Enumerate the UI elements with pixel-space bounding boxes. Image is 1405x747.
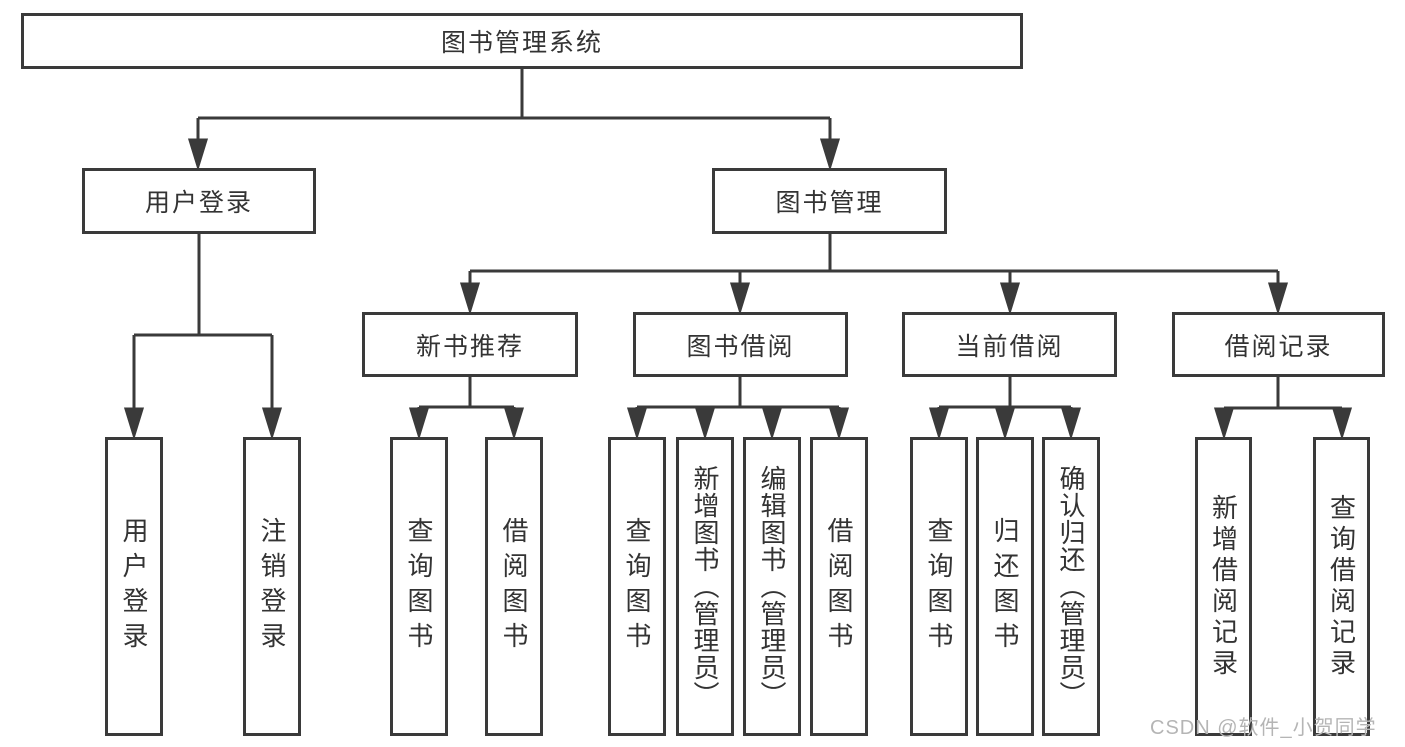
arrowhead-icon (1213, 407, 1235, 441)
leaf-edit-book-admin: 编辑图书（管理员） (743, 437, 801, 736)
node-borrow-records: 借阅记录 (1172, 312, 1385, 377)
arrowhead-icon (1267, 282, 1289, 316)
arrowhead-icon (1060, 407, 1082, 441)
node-library-management-system: 图书管理系统 (21, 13, 1023, 69)
node-book-borrow: 图书借阅 (633, 312, 848, 377)
arrowhead-icon (503, 407, 525, 441)
node-user-login: 用户登录 (82, 168, 316, 234)
leaf-add-book-admin: 新增图书（管理员） (676, 437, 734, 736)
arrowhead-icon (626, 407, 648, 441)
arrowhead-icon (459, 282, 481, 316)
arrowhead-icon (828, 407, 850, 441)
arrowhead-icon (694, 407, 716, 441)
leaf-query-books-borrow: 查询图书 (608, 437, 666, 736)
arrowhead-icon (408, 407, 430, 441)
arrowhead-icon (729, 282, 751, 316)
leaf-add-borrow-record: 新增借阅记录 (1195, 437, 1252, 736)
leaf-logout: 注销登录 (243, 437, 301, 736)
node-book-management: 图书管理 (712, 168, 947, 234)
arrowhead-icon (187, 138, 209, 172)
leaf-borrow-books-recommend: 借阅图书 (485, 437, 543, 736)
leaf-query-books-recommend: 查询图书 (390, 437, 448, 736)
arrowhead-icon (123, 407, 145, 441)
arrowhead-icon (261, 407, 283, 441)
leaf-confirm-return-admin: 确认归还（管理员） (1042, 437, 1100, 736)
wires-book-mgmt-to-level3 (459, 234, 1289, 316)
arrowhead-icon (999, 282, 1021, 316)
leaf-borrow-books: 借阅图书 (810, 437, 868, 736)
csdn-watermark: CSDN @软件_小贺同学 (1150, 717, 1377, 739)
arrowhead-icon (994, 407, 1016, 441)
leaf-user-login: 用户登录 (105, 437, 163, 736)
wires-current-borrow-to-leaves (928, 377, 1082, 441)
arrowhead-icon (761, 407, 783, 441)
wires-user-login-to-leaves (123, 234, 283, 441)
leaf-return-book: 归还图书 (976, 437, 1034, 736)
leaf-query-books-current: 查询图书 (910, 437, 968, 736)
wires-new-books-to-leaves (408, 377, 525, 441)
wires-borrow-records-to-leaves (1213, 377, 1353, 441)
arrowhead-icon (928, 407, 950, 441)
arrowhead-icon (1331, 407, 1353, 441)
wires-root-to-level2 (187, 69, 841, 172)
leaf-query-borrow-record: 查询借阅记录 (1313, 437, 1370, 736)
wires-book-borrow-to-leaves (626, 377, 850, 441)
node-current-borrow: 当前借阅 (902, 312, 1117, 377)
node-new-book-recommend: 新书推荐 (362, 312, 578, 377)
arrowhead-icon (819, 138, 841, 172)
